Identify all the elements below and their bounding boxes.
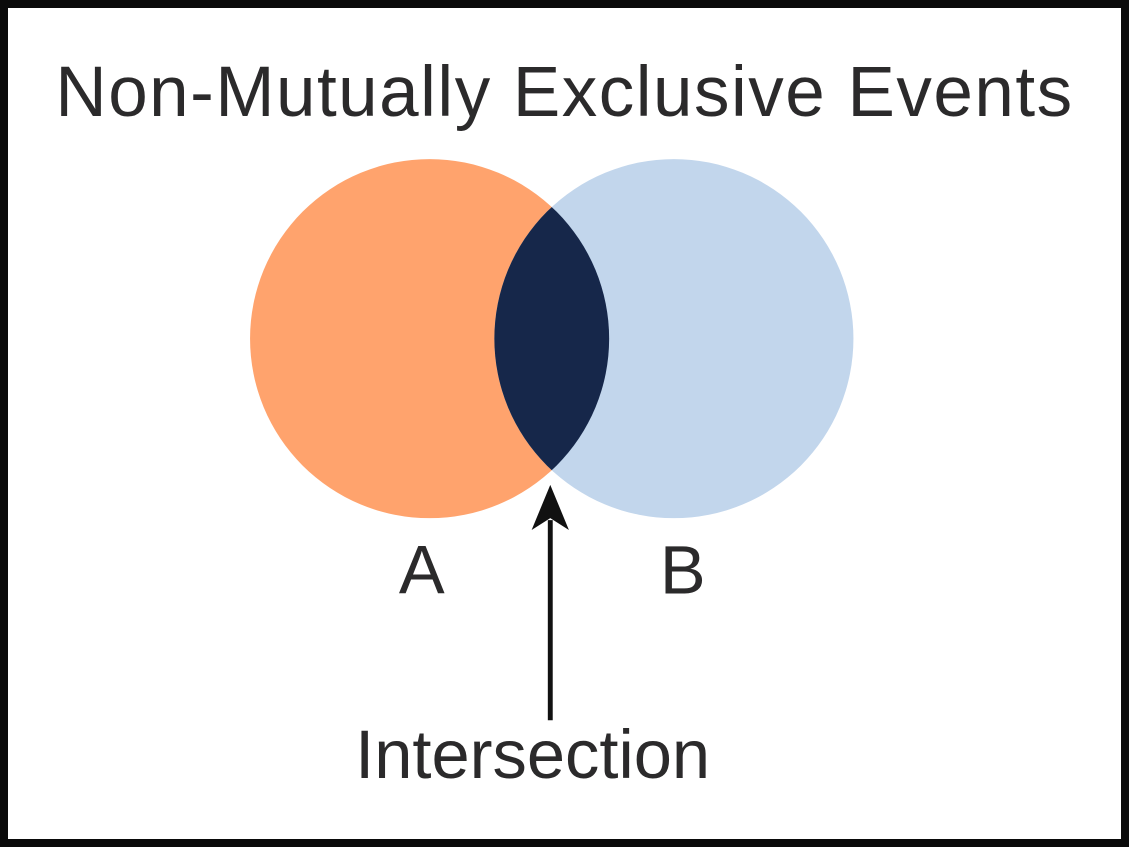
venn-diagram: A B Intersection — [250, 159, 854, 793]
intersection-region — [494, 159, 610, 519]
arrow-head-icon — [531, 484, 569, 530]
set-b-label: B — [660, 532, 706, 609]
set-a-label: A — [399, 532, 445, 609]
intersection-label: Intersection — [355, 716, 710, 793]
diagram-title: Non-Mutually Exclusive Events — [55, 53, 1074, 132]
